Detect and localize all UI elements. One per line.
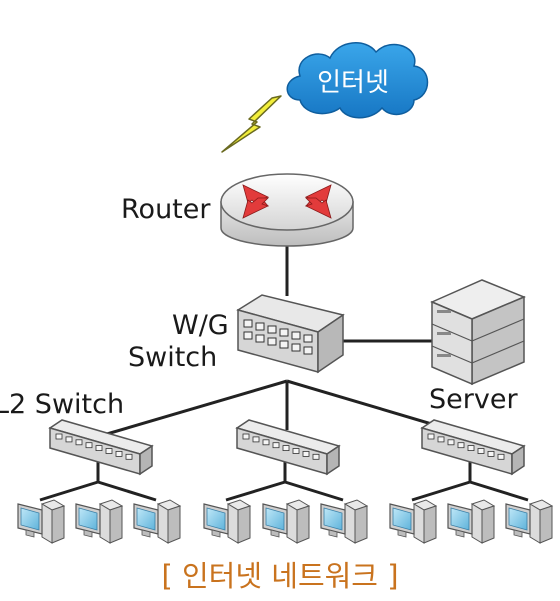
- l2-switch-label: L2 Switch: [0, 389, 125, 420]
- desktop-computer-icon: [17, 499, 66, 544]
- diagram-caption: [ 인터넷 네트워크 ]: [161, 559, 399, 593]
- cloud-icon: [286, 42, 429, 119]
- cloud-label: 인터넷: [317, 68, 389, 98]
- l2-switch-group: [39, 419, 529, 502]
- server-label: Server: [429, 384, 518, 415]
- pc-group: [17, 499, 554, 544]
- desktop-computer-icon: [320, 499, 369, 544]
- desktop-computer-icon: [389, 499, 438, 544]
- router-label: Router: [121, 194, 211, 225]
- desktop-computer-icon: [447, 499, 496, 544]
- wg-switch-label-line1: W/G: [172, 310, 229, 341]
- l2-switch-icon: [225, 419, 344, 502]
- desktop-computer-icon: [75, 499, 124, 544]
- wg-switch-label-line2: Switch: [128, 342, 218, 373]
- server-rack-icon: [430, 279, 526, 386]
- desktop-computer-icon: [203, 499, 252, 544]
- router-icon: [220, 173, 354, 247]
- wg-switch-icon: [236, 294, 345, 374]
- desktop-computer-icon: [262, 499, 311, 544]
- desktop-computer-icon: [133, 499, 182, 544]
- desktop-computer-icon: [505, 499, 554, 544]
- l2-switch-icon: [411, 419, 529, 502]
- wg-switch-to-l2-left-line: [99, 379, 288, 438]
- lightning-icon: [221, 95, 282, 153]
- l2-switch-icon: [39, 419, 157, 502]
